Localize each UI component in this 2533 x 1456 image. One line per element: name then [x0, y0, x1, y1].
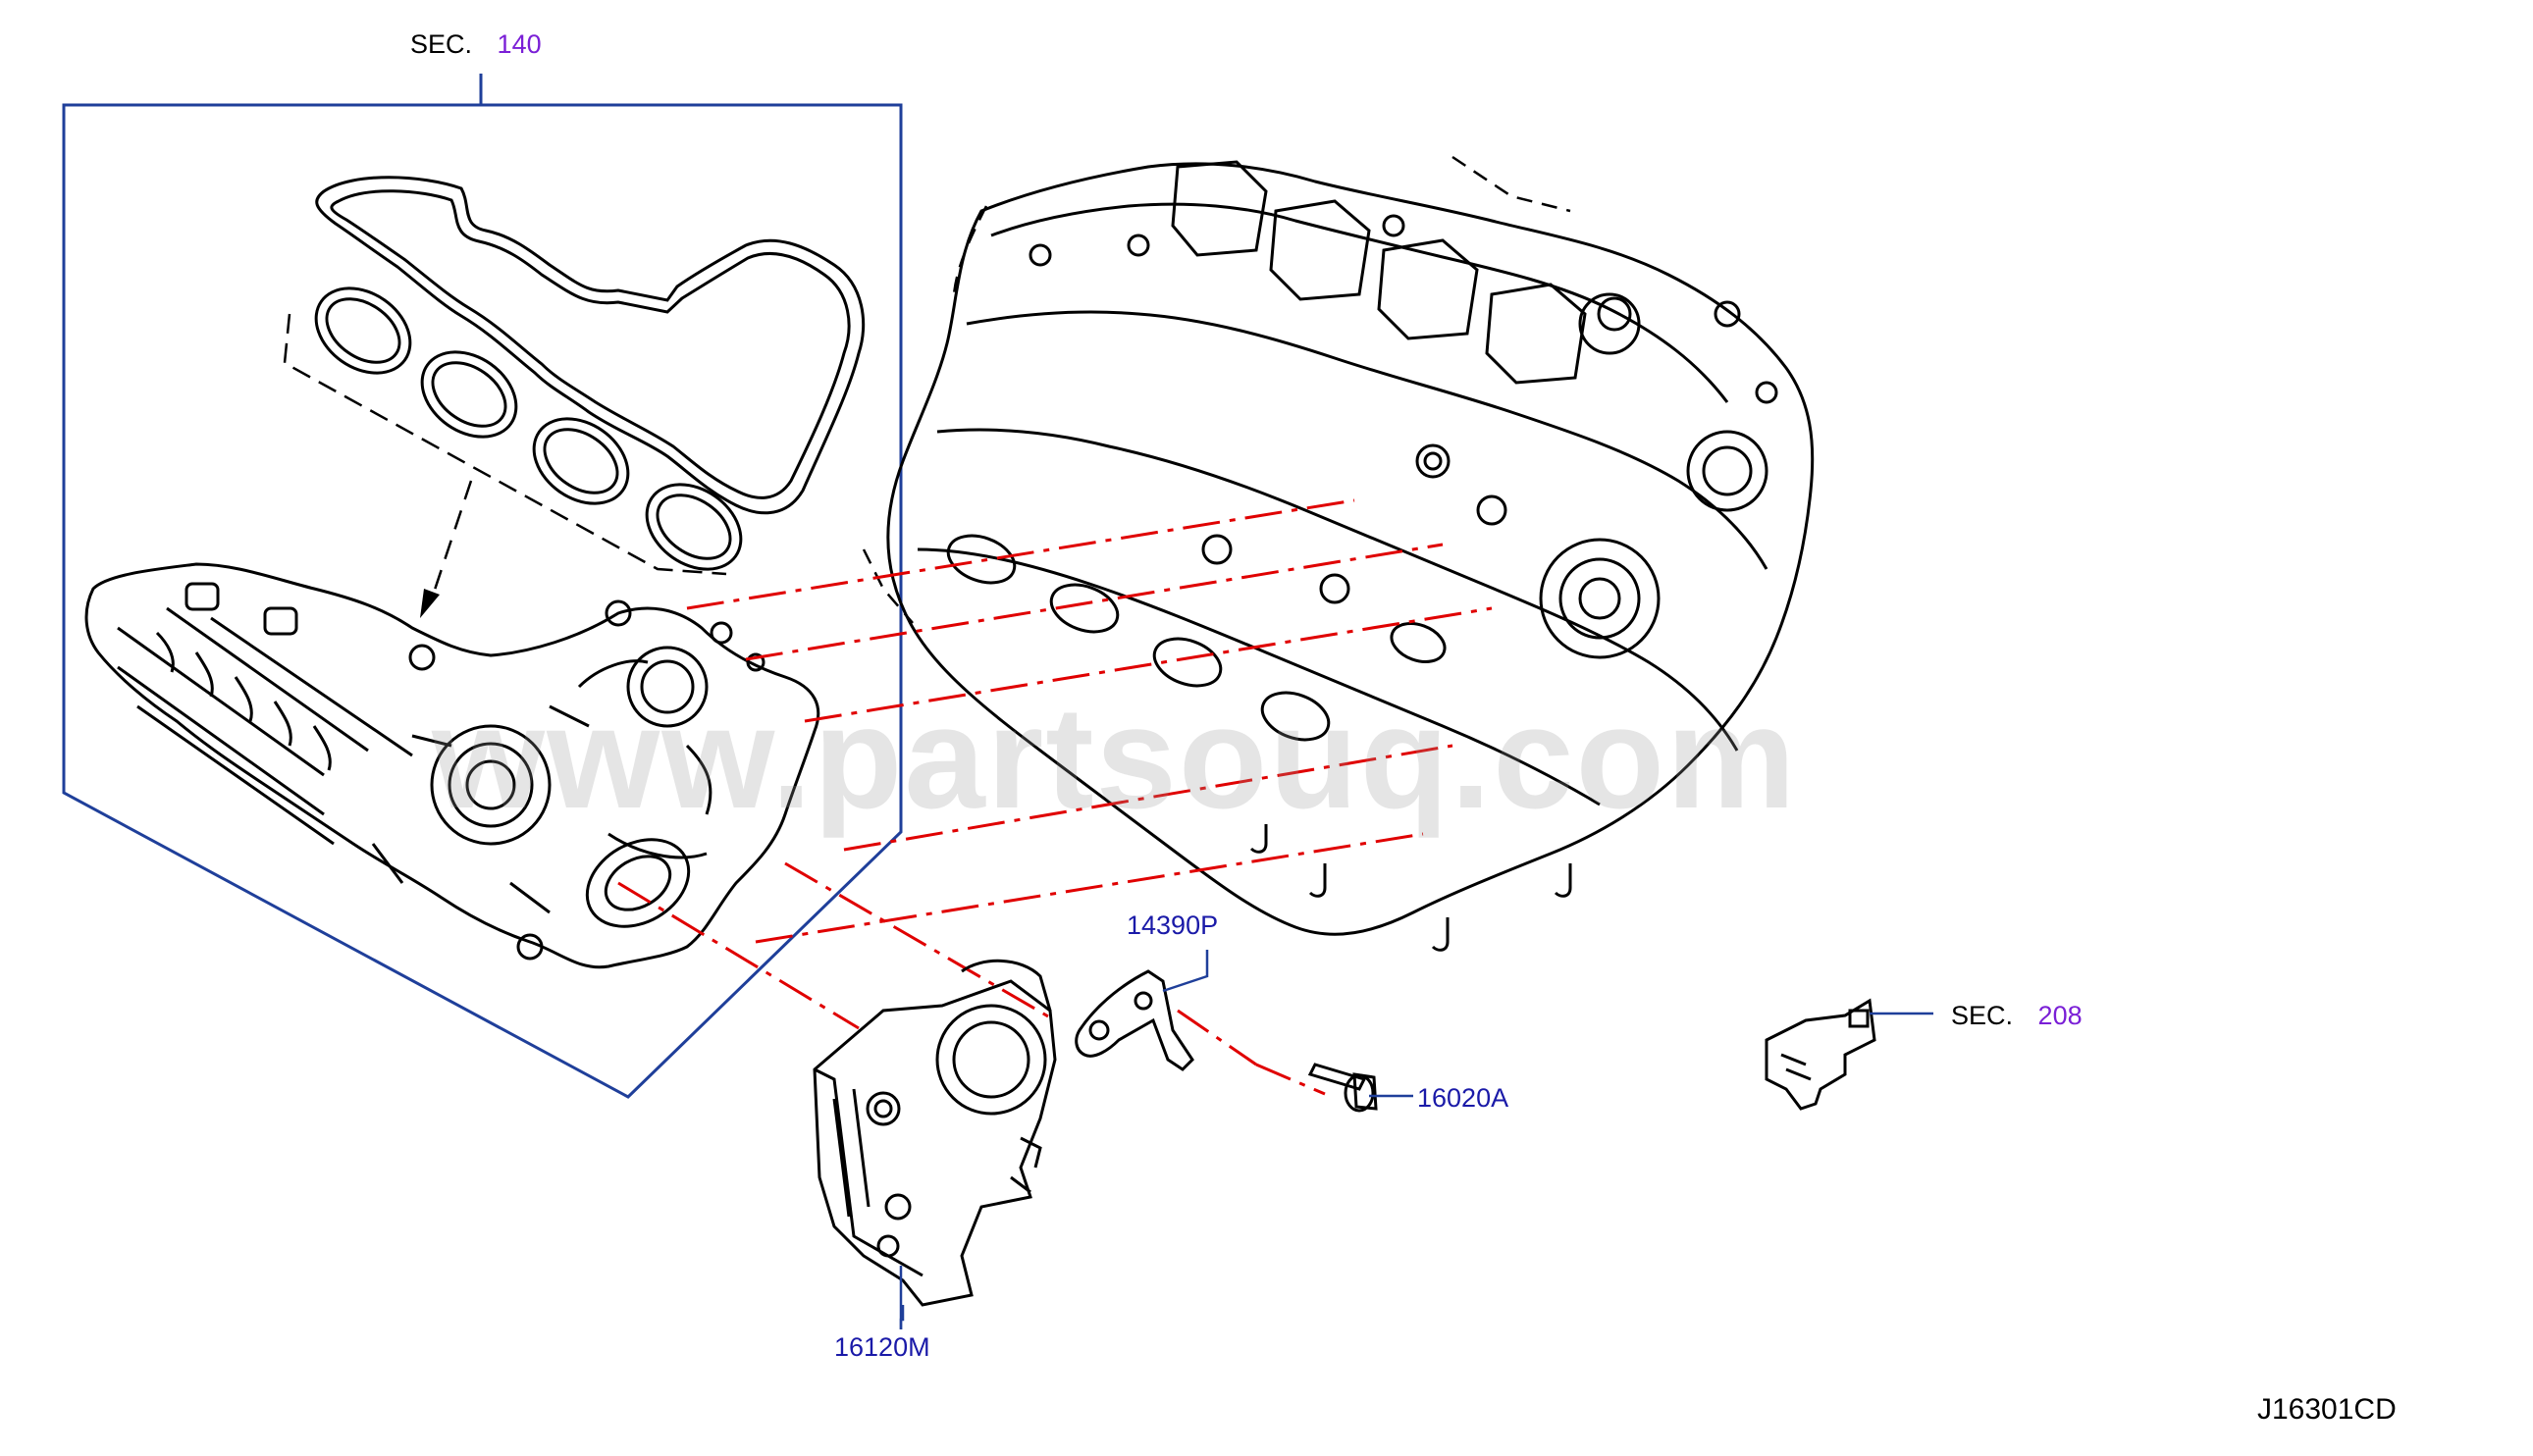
sec140-prefix: SEC.	[410, 29, 473, 59]
gasket-arrow	[420, 480, 473, 618]
bracket-14390P-drawing	[1075, 969, 1194, 1071]
sec140-number[interactable]: 140	[497, 29, 542, 59]
part-label-16020A[interactable]: 16020A	[1417, 1083, 1509, 1113]
part-label-16120M[interactable]: 16120M	[834, 1332, 930, 1362]
throttle-body-drawing	[813, 959, 1057, 1307]
sec140-frame	[62, 74, 903, 1099]
engine-dashed-outline	[862, 155, 1571, 624]
sec208-callout[interactable]: SEC. 208	[1951, 1003, 2083, 1029]
gasket-dashed-outline	[283, 313, 727, 576]
bolt-16020A-drawing	[1307, 1063, 1378, 1113]
part-label-14390P[interactable]: 14390P	[1127, 910, 1219, 940]
sec140-callout[interactable]: SEC. 140	[410, 31, 542, 58]
gasket-set-drawing	[314, 176, 866, 571]
intake-manifold-drawing	[84, 562, 820, 969]
alignment-lines	[617, 498, 1493, 1096]
sec208-number[interactable]: 208	[2037, 1001, 2083, 1030]
engine-block-drawing	[886, 160, 1815, 952]
sec208-prefix: SEC.	[1951, 1001, 2014, 1030]
bracket-sec208-drawing	[1765, 998, 1876, 1111]
leader-lines	[899, 950, 1933, 1329]
watermark: www.partsouq.com	[432, 677, 1798, 839]
diagram-code: J16301CD	[2257, 1393, 2397, 1426]
